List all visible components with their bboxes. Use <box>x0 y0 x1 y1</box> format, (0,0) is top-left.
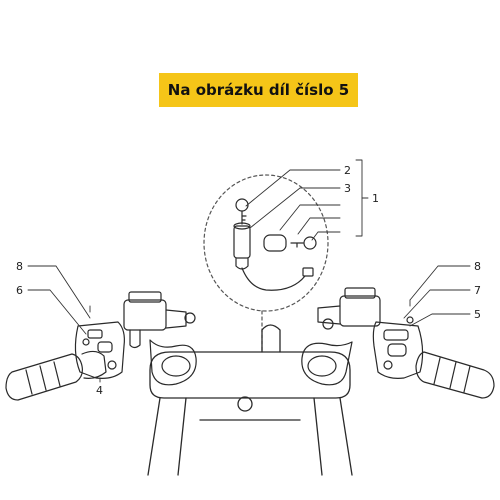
callout-3: 3 <box>344 182 351 195</box>
callout-8-right: 8 <box>474 260 481 273</box>
callout-leaders-top <box>245 159 369 241</box>
callout-7: 7 <box>474 284 481 297</box>
lock-cylinder-icon <box>263 234 317 252</box>
right-grip-icon <box>415 351 495 399</box>
left-grip-icon <box>5 350 107 401</box>
highlight-banner: Na obrázku díl číslo 5 <box>159 73 358 107</box>
callout-8-left: 8 <box>16 260 23 273</box>
right-clamp <box>301 287 381 386</box>
callout-6: 6 <box>16 284 23 297</box>
callout-leaders-right <box>403 265 471 327</box>
callout-2: 2 <box>344 164 351 177</box>
banner-text: Na obrázku díl číslo 5 <box>167 81 350 99</box>
left-clamp <box>123 291 197 386</box>
callout-1: 1 <box>372 192 379 205</box>
left-switch-icon <box>74 321 125 379</box>
callout-4: 4 <box>96 384 103 397</box>
right-switch-icon <box>372 316 424 379</box>
ignition-kit-outline <box>203 174 329 351</box>
key-icon <box>235 198 249 225</box>
ignition-lock-icon <box>233 222 314 291</box>
handlebar-mount <box>147 324 353 476</box>
callout-leaders-left <box>27 265 101 383</box>
callout-5: 5 <box>474 308 481 321</box>
